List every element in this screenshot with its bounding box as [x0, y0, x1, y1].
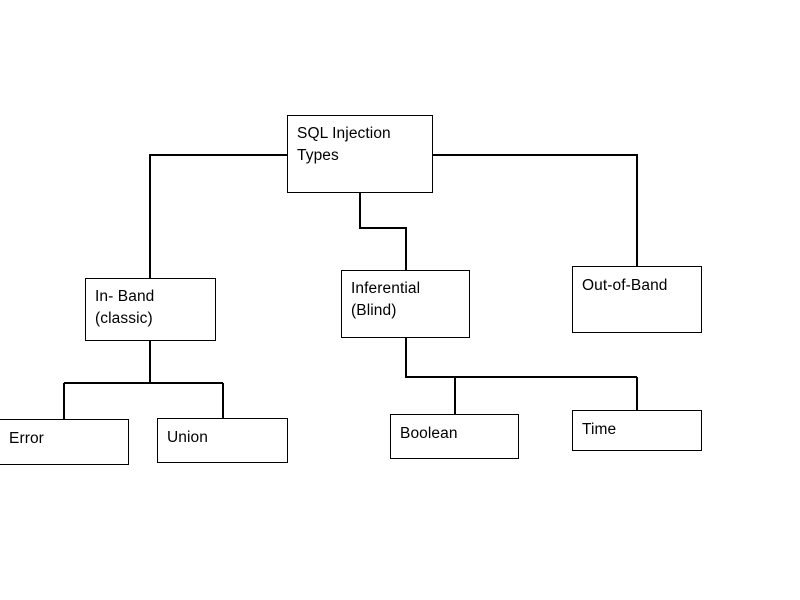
node-time[interactable]: Time — [572, 410, 702, 451]
edge-inferential-stem — [405, 338, 455, 378]
node-out-of-band[interactable]: Out-of-Band — [572, 266, 702, 333]
node-sql-injection-types[interactable]: SQL Injection Types — [287, 115, 433, 193]
node-in-band-classic[interactable]: In- Band (classic) — [85, 278, 216, 341]
node-union[interactable]: Union — [157, 418, 288, 463]
edge-root-to-outofband — [433, 154, 638, 266]
node-error[interactable]: Error — [0, 419, 129, 465]
edge-root-to-inband — [149, 154, 287, 278]
edge-root-to-inferential — [359, 193, 407, 270]
node-boolean[interactable]: Boolean — [390, 414, 519, 459]
node-inferential-blind[interactable]: Inferential (Blind) — [341, 270, 470, 338]
